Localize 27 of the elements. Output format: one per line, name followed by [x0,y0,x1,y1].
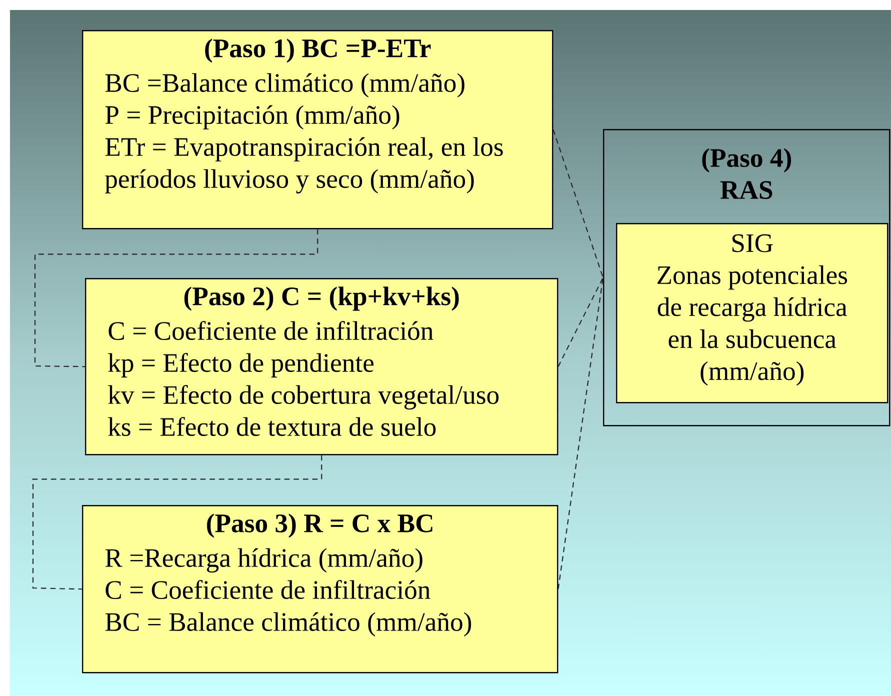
definition-text: ks = Efecto de textura de suelo [108,417,436,436]
definition-text: R =Recarga hídrica (mm/año) [105,548,422,573]
connector-line [558,278,604,590]
result-box [616,223,888,404]
connector-line [558,277,604,367]
definition-text: kp = Efecto de pendiente [108,353,374,378]
definition-text: BC =Balance climático (mm/año) [105,73,464,98]
definition-text: ETr = Evapotranspiración real, en los períodos lluvioso y seco (mm/año) [105,137,503,194]
panel-title: RAS [720,181,772,200]
connector-line [32,455,322,590]
definition-text: BC = Balance climático (mm/año) [105,612,472,636]
result-text: Zonas potenciales de recarga hídrica en la subcuenca (mm/año) [658,265,848,386]
definition-text: C = Coeficiente de infiltración [106,580,430,600]
connector-line [34,229,318,368]
definition-text: kv = Efecto de cobertura vegetal/uso [108,385,499,410]
definition-text: C = Coeficiente de infiltración [108,321,434,340]
box-title: (Paso 1) BC =P-ETr [205,38,431,63]
box-title: (Paso 3) R = C x BC [207,514,432,538]
formula-box [85,278,558,456]
result-text: SIG [732,234,773,252]
definition-text: P = Precipitación (mm/año) [105,105,400,130]
connector-line [552,129,604,278]
formula-box [82,30,554,230]
formula-box [82,505,558,674]
panel-title: (Paso 4) [702,148,791,172]
box-title: (Paso 2) C = (kp+kv+ks) [184,286,459,311]
step-panel [603,129,890,426]
